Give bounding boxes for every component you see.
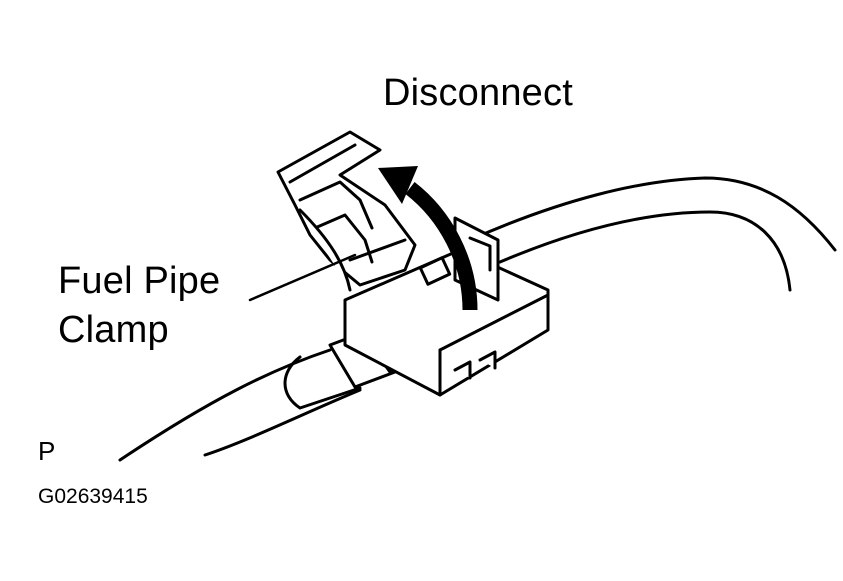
leader-line <box>248 253 357 302</box>
part-label-line2: Clamp <box>58 309 169 351</box>
figure-code: G02639415 <box>38 485 148 508</box>
fuel-hose-left <box>118 348 362 462</box>
fuel-pipe-clamp <box>276 130 417 292</box>
fuel-hose-right <box>468 176 837 292</box>
view-marker: P <box>38 436 56 466</box>
curved-arrow-icon <box>378 166 478 311</box>
part-label-line1: Fuel Pipe <box>58 260 221 302</box>
action-label: Disconnect <box>383 72 573 114</box>
